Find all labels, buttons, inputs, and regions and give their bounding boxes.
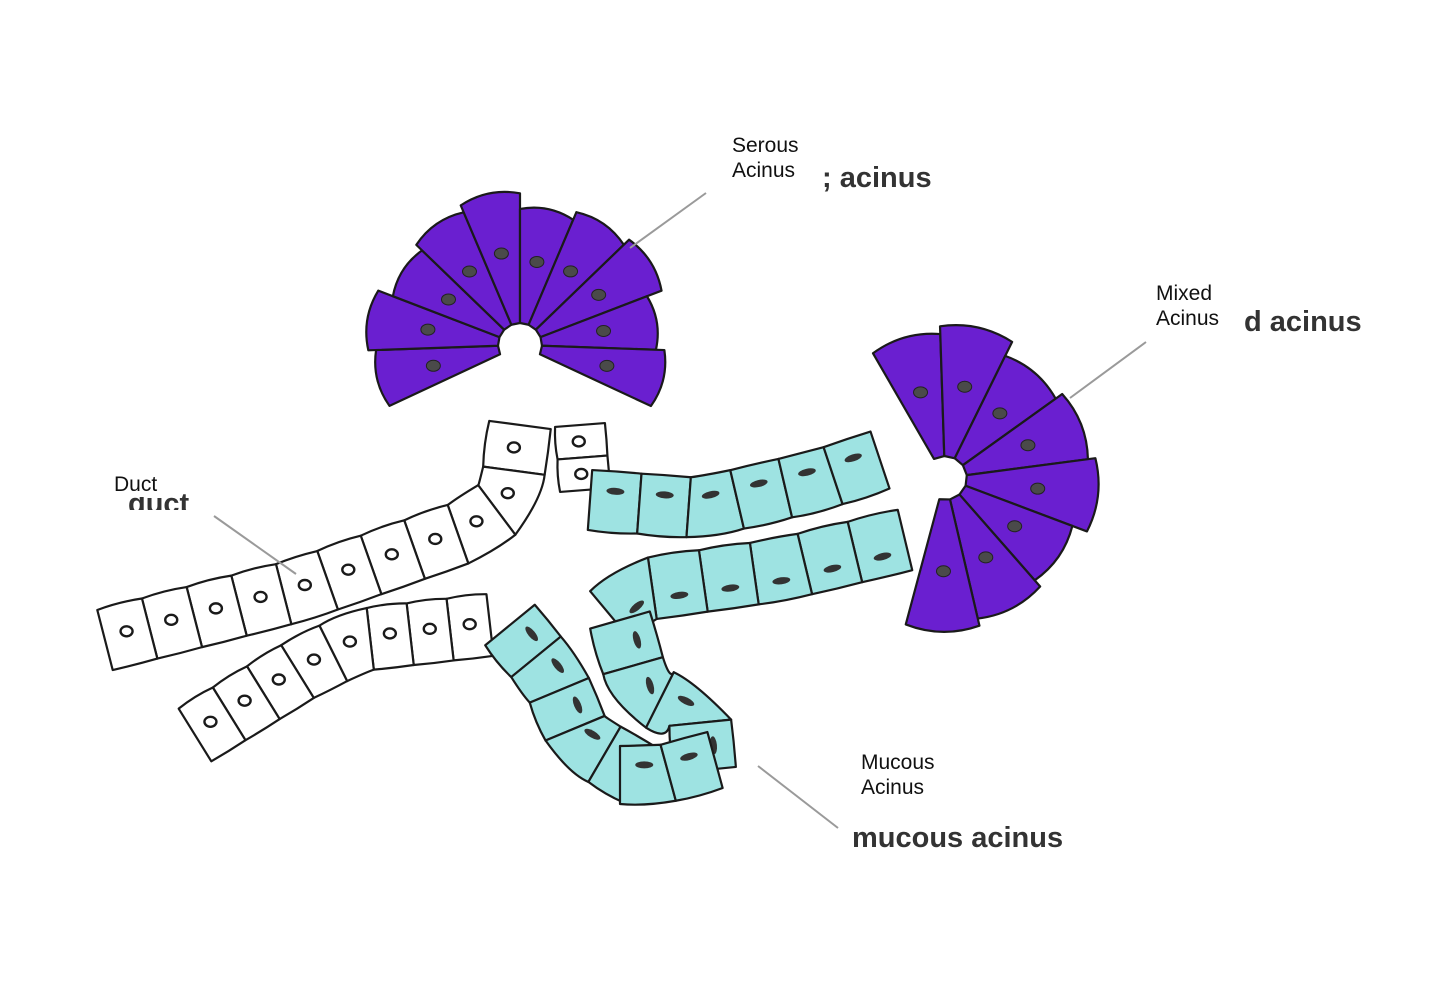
label-serous-acinus: Serous Acinus: [732, 133, 799, 183]
duct-nucleus: [571, 435, 586, 448]
duct-nucleus: [462, 618, 477, 631]
mixed-acinus-nucleus: [1030, 482, 1046, 495]
mucous-cells: [484, 430, 914, 806]
mucous-nucleus: [677, 695, 695, 706]
mucous-nucleus: [645, 676, 655, 695]
mucous-nucleus: [551, 658, 565, 673]
serous-acinus-nucleus: [425, 359, 441, 372]
mixed-acinus-nucleus: [1020, 439, 1036, 452]
duct-nucleus: [469, 515, 484, 528]
mixed-acinus-nucleus: [1007, 520, 1023, 533]
serous-acinus-nucleus: [420, 323, 436, 336]
label-duct: Duct: [114, 472, 162, 497]
duct-nucleus: [119, 625, 134, 638]
mixed-acinus-nucleus: [992, 407, 1008, 420]
label-duct-text: Duct: [114, 473, 158, 496]
serous-acinus-nucleus: [599, 359, 615, 372]
duct-nucleus: [271, 673, 286, 686]
old-label-mucous: mucous acinus: [852, 822, 1064, 854]
leader-mucous: [757, 765, 839, 829]
old-label-duct: duct: [128, 494, 190, 510]
serous-acinus-cell: [459, 190, 522, 326]
label-mucous-acinus: Mucous Acinus: [861, 750, 935, 800]
duct-nucleus: [297, 578, 313, 592]
serous-acinus-cell: [538, 344, 667, 408]
mixed-acinus-nucleus: [935, 565, 951, 578]
mucous-nucleus: [823, 564, 842, 573]
serous-acinus-cell: [374, 344, 502, 407]
duct-nucleus: [428, 532, 443, 546]
label-mucous-line1: Mucous: [861, 751, 935, 774]
label-serous-line2: Acinus: [732, 159, 796, 182]
duct-nucleus: [164, 613, 179, 627]
duct-nucleus: [382, 627, 398, 640]
leader-serous: [629, 192, 707, 249]
serous-acinus-nucleus: [461, 265, 477, 278]
label-mucous-line2: Acinus: [861, 776, 925, 799]
label-mixed-acinus: Mixed Acinus: [1156, 281, 1219, 331]
mucous-cell: [822, 430, 891, 506]
old-label-serous: ; acinus: [822, 162, 932, 194]
mucous-nucleus: [629, 600, 644, 614]
mucous-nucleus: [572, 696, 583, 714]
mucous-nucleus: [670, 591, 689, 600]
mucous-nucleus: [680, 752, 698, 761]
mixed-acinus-nucleus: [978, 551, 994, 564]
serous-acinus-nucleus: [493, 247, 509, 260]
serous-acinus-nucleus: [591, 288, 607, 301]
serous-acinus-cell: [365, 289, 501, 352]
mucous-nucleus: [584, 728, 601, 740]
mucous-nucleus: [525, 626, 538, 642]
mucous-nucleus: [655, 491, 674, 499]
mucous-cell: [646, 549, 709, 621]
serous-acinus-nucleus: [440, 293, 456, 306]
serous-acinus-nucleus: [596, 325, 612, 338]
mucous-cell: [697, 541, 760, 613]
duct-nucleus: [341, 563, 356, 576]
duct-nucleus: [342, 635, 358, 648]
serous-cells: [365, 190, 1100, 633]
mucous-nucleus: [635, 761, 654, 769]
duct-nucleus: [384, 548, 399, 561]
mucous-nucleus: [844, 453, 862, 463]
duct-cells: [96, 419, 612, 763]
mixed-acinus-cell: [871, 332, 946, 461]
mixed-acinus-nucleus: [913, 386, 929, 399]
mucous-nucleus: [606, 487, 625, 495]
label-mixed-line1: Mixed: [1156, 282, 1213, 305]
duct-nucleus: [506, 441, 522, 454]
duct-nucleus: [422, 622, 437, 636]
mucous-cell: [659, 730, 724, 802]
leader-lines: [213, 192, 1147, 829]
leader-mixed: [1069, 341, 1147, 399]
mixed-acinus-cell: [964, 457, 1100, 533]
serous-acinus-nucleus: [563, 265, 579, 278]
duct-nucleus: [253, 590, 268, 604]
mucous-nucleus: [749, 479, 768, 488]
leader-duct: [213, 515, 297, 575]
mucous-nucleus: [873, 552, 892, 561]
serous-acinus-nucleus: [529, 255, 545, 268]
mucous-cell: [636, 472, 692, 539]
mixed-acinus-nucleus: [957, 380, 973, 393]
duct-nucleus: [237, 694, 252, 707]
serous-acinus-cell: [534, 238, 663, 339]
label-serous-line1: Serous: [732, 134, 799, 157]
mixed-acinus-cell: [938, 324, 1014, 460]
duct-nucleus: [500, 486, 515, 500]
mucous-nucleus: [798, 468, 816, 477]
duct-nucleus: [574, 467, 589, 481]
duct-nucleus: [203, 715, 218, 728]
mucous-cell: [586, 468, 643, 535]
mucous-nucleus: [701, 490, 720, 499]
duct-nucleus: [208, 602, 224, 615]
old-label-mixed: d acinus: [1244, 306, 1362, 338]
mucous-nucleus: [772, 577, 791, 585]
duct-nucleus: [306, 653, 322, 666]
mucous-nucleus: [632, 631, 642, 649]
mucous-nucleus: [721, 584, 740, 592]
label-mixed-line2: Acinus: [1156, 307, 1220, 330]
